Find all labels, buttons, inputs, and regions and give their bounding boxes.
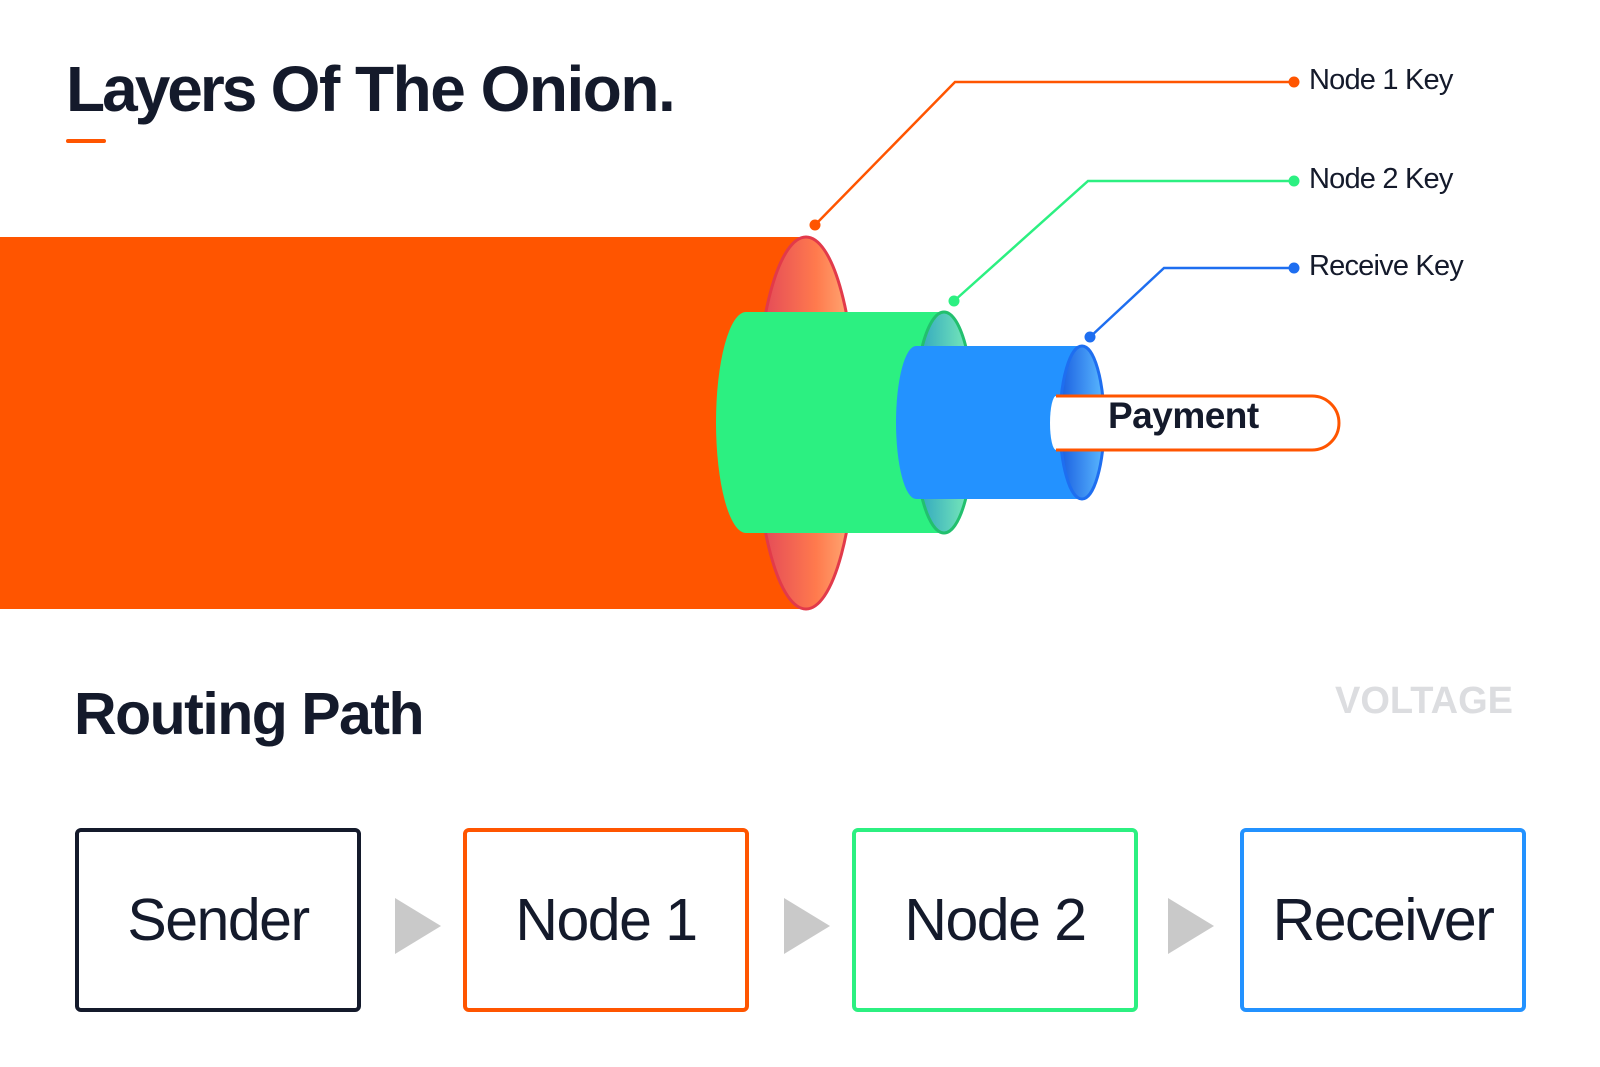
route-node-sender: Sender bbox=[75, 828, 361, 1012]
route-arrow-2 bbox=[784, 898, 830, 954]
node1-key-dot-end bbox=[1288, 76, 1300, 88]
payment-label: Payment bbox=[1108, 395, 1259, 436]
payment-core bbox=[1056, 394, 1341, 452]
node2-key-dot-end bbox=[1288, 175, 1300, 187]
routing-path-title: Routing Path bbox=[74, 681, 425, 747]
payment-core-end bbox=[1050, 396, 1056, 450]
onion-layers-diagram bbox=[0, 76, 1341, 611]
receive-key-label: Receive Key bbox=[1309, 250, 1464, 282]
route-node-node2: Node 2 bbox=[852, 828, 1138, 1012]
node1-key-dot-start bbox=[809, 219, 821, 231]
inner-layer-tube bbox=[896, 346, 1082, 499]
title-underline bbox=[66, 139, 106, 143]
node2-key-dot-start bbox=[948, 295, 960, 307]
route-arrow-1 bbox=[395, 898, 441, 954]
node2-key-label: Node 2 Key bbox=[1309, 163, 1453, 195]
node2-key-leader-line bbox=[953, 179, 1294, 302]
title-rest: Of The Onion. bbox=[270, 53, 676, 125]
middle-layer-tube bbox=[716, 312, 944, 533]
route-node-receiver: Receiver bbox=[1240, 828, 1526, 1012]
receive-key-leader-line bbox=[1089, 266, 1294, 338]
route-node-node1: Node 1 bbox=[463, 828, 749, 1012]
diagram-title: Layers Of The Onion. bbox=[66, 52, 676, 126]
title-bold-word: Layers bbox=[66, 53, 257, 125]
node1-key-label: Node 1 Key bbox=[1309, 64, 1453, 96]
voltage-logo: VOLTAGE bbox=[1335, 680, 1514, 722]
receive-key-dot-end bbox=[1288, 262, 1300, 274]
route-arrow-3 bbox=[1168, 898, 1214, 954]
outer-layer-tube bbox=[0, 237, 806, 609]
node1-key-leader-line bbox=[814, 80, 1294, 226]
receive-key-dot-start bbox=[1084, 331, 1096, 343]
